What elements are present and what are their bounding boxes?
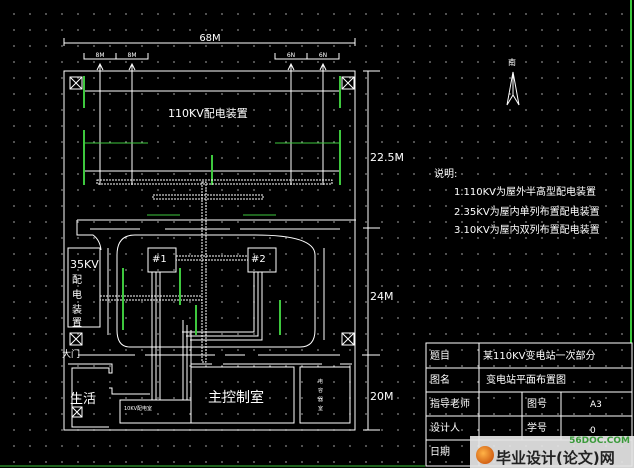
side-room — [299, 366, 351, 424]
main-control-label: 主控制室 — [208, 389, 264, 406]
svg-text:1.110KV为屋外半高型配电装置: 1.110KV为屋外半高型配电装置 — [454, 185, 596, 198]
living-label: 生活 — [70, 392, 96, 407]
svg-text:电: 电 — [318, 378, 323, 385]
dim-6n-1: 6N — [287, 52, 295, 59]
kv35-label: 35KV 配 电 装 置 — [70, 258, 99, 329]
svg-text:20M: 20M — [370, 390, 394, 403]
roads — [76, 219, 380, 356]
main-control-room — [190, 366, 295, 424]
svg-text:图名: 图名 — [430, 373, 450, 386]
vertical-dimensions: 22.5M 24M 20M — [363, 70, 404, 431]
logo-ball-icon — [476, 446, 494, 464]
dim-8m-1: 8M — [96, 52, 105, 59]
svg-text:室: 室 — [318, 405, 323, 412]
logo-name: 毕业设计(论文)网 — [496, 449, 615, 467]
svg-text:变电站平面布置图: 变电站平面布置图 — [486, 373, 566, 386]
notes: 说明: 1.110KV为屋外半高型配电装置 2.35KV为屋内单列布置配电装置 … — [434, 167, 600, 236]
svg-text:日期: 日期 — [430, 446, 450, 458]
svg-text:2.35KV为屋内单列布置配电装置: 2.35KV为屋内单列布置配电装置 — [454, 205, 600, 218]
svg-text:24M: 24M — [370, 290, 394, 303]
logo-site: 56DOC.COM — [569, 436, 630, 446]
kv35-yard — [67, 247, 101, 328]
cables — [122, 268, 281, 400]
svg-text:某110KV变电站一次部分: 某110KV变电站一次部分 — [483, 349, 596, 362]
svg-text:0: 0 — [590, 426, 596, 436]
dim-8m-2: 8M — [128, 52, 137, 59]
svg-text:A3: A3 — [590, 400, 602, 410]
substation-boundary — [63, 70, 356, 431]
busbars — [96, 179, 333, 363]
svg-text:22.5M: 22.5M — [370, 151, 404, 164]
kv10-room-label: 10KV配电室 — [124, 405, 152, 412]
svg-text:指导老师: 指导老师 — [430, 397, 470, 410]
svg-text:3.10KV为屋内双列布置配电装置: 3.10KV为屋内双列布置配电装置 — [454, 223, 600, 236]
svg-text:配: 配 — [72, 274, 82, 286]
svg-text:电: 电 — [72, 288, 82, 301]
svg-text:容: 容 — [318, 387, 323, 394]
svg-text:置: 置 — [72, 317, 82, 329]
hv-110kv-label: 110KV配电装置 — [168, 107, 248, 120]
hv-110kv-yard: 110KV配电装置 — [69, 64, 355, 216]
svg-text:35KV: 35KV — [70, 258, 99, 271]
svg-text:说明:: 说明: — [434, 167, 457, 180]
svg-text:设计人: 设计人 — [430, 421, 460, 434]
svg-text:装: 装 — [72, 303, 82, 316]
svg-text:学号: 学号 — [527, 421, 547, 434]
transformer-2-label: #2 — [251, 254, 266, 265]
side-room-label: 电 容 器 室 — [318, 378, 323, 412]
transformer-1-label: #1 — [152, 254, 167, 265]
site-logo: 56DOC.COM 毕业设计(论文)网 — [470, 436, 634, 468]
dim-6n-2: 6N — [319, 52, 327, 59]
svg-text:题目: 题目 — [430, 350, 450, 362]
svg-text:器: 器 — [318, 397, 323, 403]
north-arrow-icon: 南 — [506, 57, 520, 106]
svg-text:图号: 图号 — [527, 398, 547, 410]
buildings — [68, 363, 352, 428]
gate-label: 大门 — [62, 348, 80, 360]
svg-text:南: 南 — [508, 57, 516, 67]
transformer-1 — [147, 247, 177, 273]
overall-width-dimension: 68M 8M 8M 6N 6N — [63, 33, 356, 71]
dim-68m: 68M — [199, 33, 220, 44]
